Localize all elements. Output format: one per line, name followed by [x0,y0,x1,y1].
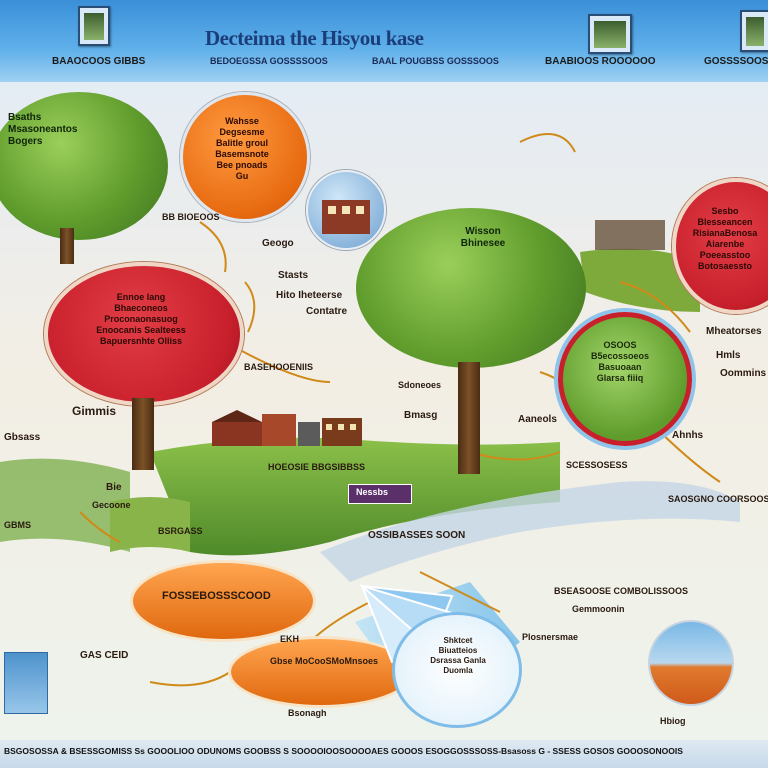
book-icon [78,6,110,46]
moeorsse-label: Mheatorses [706,326,762,337]
green-circle-text: OSOOS B5ecossoeos Basuoaan Glarsa fiiiq [590,340,650,383]
footer-strip [0,740,768,768]
center-tree-canopy [356,208,586,368]
geooone-label: Gecoone [92,500,131,510]
left-tree-title: Bsaths Msasoneantos Bogers [8,112,78,147]
center-tree-trunk [458,362,480,474]
book-icon [588,14,632,54]
page-title: Decteima the Hisyou kase [205,26,424,50]
gimmis-label: Gimmis [72,404,117,418]
sa-bioen-label: BB BIOEOOS [162,212,220,222]
header-center-label: BEDOEGSSA GOSSSSOOS [210,56,328,66]
osd-label: SAOSGNO COORSOOS [668,494,768,504]
bmasg-label: Bmasg [404,410,438,421]
basehoens-label: BASEHOOENIIS [244,362,314,372]
nessbs-tag [348,484,412,504]
sccesiss-label: SCESSOSESS [566,460,628,470]
shakes-text: Shktcet Biuatteios Dsrassa Ganla Duomla [430,636,486,675]
left-tree-trunk [60,228,74,264]
geogo-label: Geogo [262,238,294,249]
hbiog-label: Hbiog [660,716,686,726]
hmls-label: Hmls [716,350,741,361]
header-left-label: BAAOCOOS GIBBS [52,56,146,67]
stasts-label: Stasts [278,270,309,281]
hoesie-label: HOEOSIE BBGSIBBSS [268,462,366,472]
center-tree-title: Wisson Bhinesee [460,226,506,249]
gas-ceid-label: GAS CEID [80,650,129,661]
bseasmmeonnaa-label: BSEASOOSE COMBOLISSOOS [554,586,689,596]
red-left-circle-text: Ennoe lang Bhaeconeos Proconaonasuog Eno… [96,292,186,346]
header-right-label-1: BAABIOOS ROOOOOO [545,56,656,67]
sdoneoes-label: Sdoneoes [398,380,442,390]
header-banner [0,0,768,82]
nessbs-label: Nessbs [356,487,389,497]
contatre-label: Contatre [306,306,348,317]
green-info-circle [558,312,692,446]
gbsass-label: Gbsass [4,432,41,443]
left-lower-trunk [132,398,154,470]
header-center-label-2: BAAL POUGBSS GOSSSOOS [372,56,499,66]
orange-ellipse-factory [228,636,414,708]
sunset-globe-icon [648,620,734,706]
gemmmin-label: Gemmoonin [572,604,625,614]
orange-ellipse-industry [130,560,316,642]
red-right-circle-text: Sesbo Blesseancen RisianaBenosa Aiarenbe… [692,206,758,271]
ossi-label: OSSIBASSES SOON [368,530,466,541]
orange-circle-text: Wahsse Degsesme Balitle groul Basemsnote… [215,116,269,181]
bie-label: Bie [106,482,122,493]
pioneerus-label: Plosnersmae [522,632,579,642]
footer-text: BSGOSOSSA & BSESSGOMISS Ss GOOOLIOO ODUN… [4,746,683,756]
header-right-label-2: GOSSSSOOS [704,56,768,67]
red-info-circle-left [44,262,244,406]
bsrgasss-label: BSRGASS [158,526,203,536]
ekh-label: EKH [280,634,300,644]
bottom-info-ellipse [392,612,522,728]
left-blue-panel [4,652,48,714]
bsonagh-label: Bsonagh [288,708,327,718]
red-info-circle-right [672,178,768,314]
left-tree-canopy [0,92,168,240]
ormmins-label: Oommins [720,368,767,379]
orange-info-circle [180,92,310,222]
gbms-label: GBMS [4,520,31,530]
book-icon [740,10,768,52]
ahhhs-label: Ahnhs [672,430,704,441]
aaneols-label: Aaneols [518,414,557,425]
historesse-label: Hito Iheteerse [276,290,343,301]
house-globe-icon [306,170,386,250]
ebse-label: Gbse MoCooSMoMnsoes [270,656,379,666]
fossbosesc-label: FOSSEBOSSSCOOD [162,590,271,602]
